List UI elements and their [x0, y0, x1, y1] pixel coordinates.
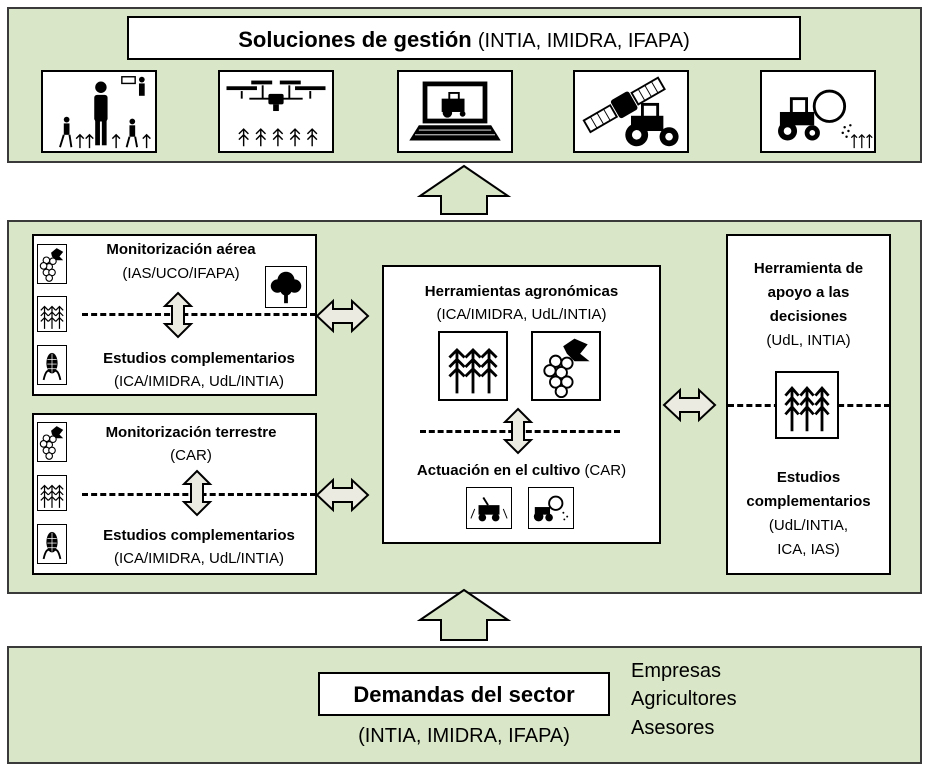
dss-studies-orgs-line2: ICA, IAS) — [777, 541, 840, 558]
demands-title-box: Demandas del sector — [318, 672, 610, 716]
terrestrial-studies-orgs: (ICA/IMIDRA, UdL/INTIA) — [113, 550, 285, 567]
laptop-tractor-icon — [397, 70, 513, 153]
sprayer-tractor-icon — [760, 70, 876, 153]
stakeholder-item: Empresas — [631, 660, 722, 682]
dss-title-line1: Herramienta de — [753, 260, 864, 277]
stakeholder-item: Asesores — [631, 717, 715, 739]
agro-action-title: Actuación en el cultivo — [416, 462, 581, 479]
aerial-studies-orgs: (ICA/IMIDRA, UdL/INTIA) — [113, 373, 285, 390]
stakeholder-item: Agricultores — [631, 688, 737, 710]
agronomic-tools-box — [382, 265, 661, 544]
agro-action-line: Actuación en el cultivo (CAR) — [382, 462, 661, 479]
dss-title-line3: decisiones — [769, 308, 848, 325]
wheat-icon — [37, 475, 67, 511]
robot-icon — [466, 487, 512, 529]
up-arrow-from-demands — [416, 588, 512, 641]
tree-icon — [265, 266, 307, 308]
wheat-icon — [438, 331, 508, 401]
agro-orgs: (ICA/IMIDRA, UdL/INTIA) — [436, 306, 607, 323]
double-arrow-terrestrial-agro — [315, 477, 370, 513]
drone-icon — [218, 70, 334, 153]
vertical-double-arrow-agro — [502, 407, 534, 455]
dss-studies-line2: complementarios — [746, 493, 871, 510]
solutions-title-box: Soluciones de gestión (INTIA, IMIDRA, IF… — [127, 16, 801, 60]
terrestrial-orgs: (CAR) — [170, 447, 212, 464]
wheat-icon — [775, 371, 839, 439]
vertical-double-arrow-aerial — [162, 291, 194, 339]
wheat-icon — [37, 296, 67, 332]
dss-studies-orgs-line1: (UdL/INTIA, — [768, 517, 849, 534]
terrestrial-title: Monitorización terrestre — [105, 424, 277, 441]
dss-orgs: (UdL, INTIA) — [766, 332, 851, 349]
grape-icon — [37, 244, 67, 284]
terrestrial-studies-title: Estudios complementarios — [103, 527, 295, 544]
solutions-orgs: (INTIA, IMIDRA, IFAPA) — [477, 30, 690, 52]
aerial-orgs: (IAS/UCO/IFAPA) — [122, 265, 240, 282]
aerial-title: Monitorización aérea — [106, 241, 256, 258]
grape-icon — [37, 422, 67, 462]
corn-icon — [37, 524, 67, 564]
agro-action-orgs: (CAR) — [584, 462, 627, 479]
people-field-icon — [41, 70, 157, 153]
corn-icon — [37, 345, 67, 385]
dss-studies-line1: Estudios — [776, 469, 841, 486]
demands-orgs: (INTIA, IMIDRA, IFAPA) — [358, 725, 570, 747]
sprayer-tractor-icon — [528, 487, 574, 529]
solutions-title: Soluciones de gestión — [238, 27, 472, 52]
agro-title: Herramientas agronómicas — [424, 283, 619, 300]
up-arrow-to-solutions — [416, 164, 512, 215]
double-arrow-agro-dss — [662, 387, 717, 423]
dss-title-line2: apoyo a las — [767, 284, 850, 301]
double-arrow-aerial-agro — [315, 298, 370, 334]
grape-icon — [531, 331, 601, 401]
satellite-tractor-icon — [573, 70, 689, 153]
aerial-studies-title: Estudios complementarios — [103, 350, 295, 367]
aerial-divider — [82, 313, 316, 316]
vertical-double-arrow-terrestrial — [181, 469, 213, 517]
demands-title: Demandas del sector — [353, 682, 575, 707]
